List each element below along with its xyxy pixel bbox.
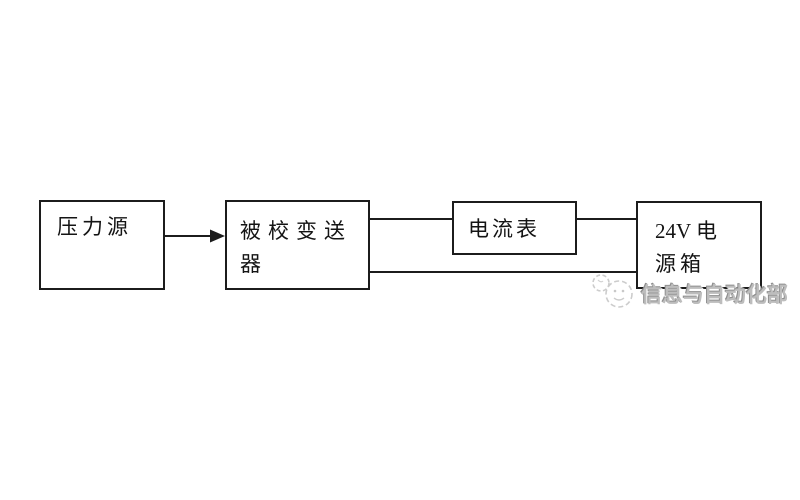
node-pressure-source: 压力源 (39, 200, 165, 290)
power-box-char: 电 (696, 219, 718, 243)
ammeter-label: 电流表 (468, 217, 540, 241)
pressure-source-label: 压力源 (57, 215, 132, 239)
node-24v-power-box: 24V 电 源箱 (636, 201, 762, 289)
arrowhead-icon (210, 229, 225, 243)
node-ammeter: 电流表 (452, 201, 577, 255)
transmitter-label-line1: 被校变送 (240, 219, 352, 243)
node-transmitter-under-calibration: 被校变送 器 (225, 200, 370, 290)
power-box-label-line1: 24V 电 (655, 215, 742, 248)
power-box-label-line2: 源箱 (655, 252, 705, 276)
power-box-voltage: 24V (655, 219, 691, 243)
transmitter-label-line2: 器 (240, 252, 268, 276)
